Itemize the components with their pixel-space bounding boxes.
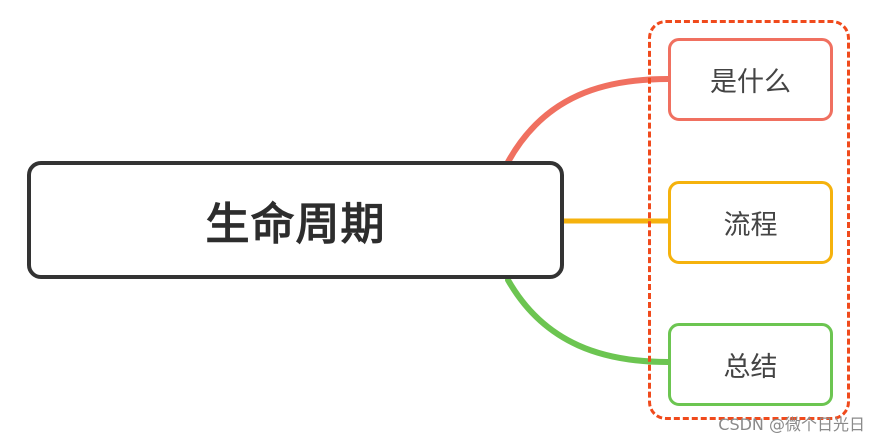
branch-node-process[interactable]: 流程	[668, 181, 833, 264]
branch-node-summary[interactable]: 总结	[668, 323, 833, 406]
root-topic-node[interactable]: 生命周期	[27, 161, 564, 279]
root-topic-label: 生命周期	[205, 199, 386, 250]
connector-line-summary	[505, 277, 671, 365]
connector-line-what	[505, 76, 671, 165]
branch-label-summary: 总结	[723, 352, 778, 383]
branch-label-what: 是什么	[710, 67, 791, 98]
branch-node-what[interactable]: 是什么	[668, 38, 833, 121]
branch-label-process: 流程	[723, 210, 778, 241]
branch-group-frame	[648, 20, 850, 420]
watermark-text: CSDN @微个日光日	[718, 415, 865, 434]
